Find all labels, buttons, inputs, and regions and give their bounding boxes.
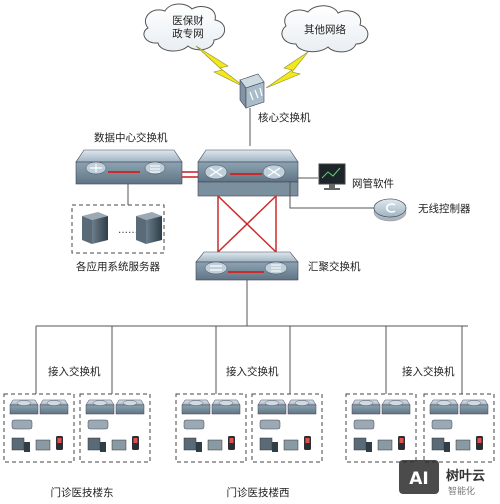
access-groups xyxy=(3,393,495,463)
computer-icon xyxy=(87,437,106,452)
datacenter-switch-label: 数据中心交换机 xyxy=(94,131,168,144)
watermark-logo: AI 树叶云 智能化 xyxy=(399,460,485,497)
access-switch-label-3: 接入交换机 xyxy=(402,365,455,378)
terminal-icon xyxy=(455,439,471,451)
access-switch-label-2: 接入交换机 xyxy=(226,365,279,378)
mobile-phone-icon xyxy=(56,436,63,450)
terminal-icon xyxy=(111,439,127,451)
aggregation-switch-label: 汇聚交换机 xyxy=(308,260,361,273)
access-group xyxy=(79,393,151,463)
ellipsis-icon: …… xyxy=(118,225,138,236)
access-switch-icon xyxy=(181,399,211,415)
server-icon-right xyxy=(136,212,162,244)
cloud-label-line2: 政专网 xyxy=(172,27,204,40)
building-east-label: 门诊医技楼东 xyxy=(51,486,114,499)
access-switch-icon xyxy=(211,399,241,415)
management-software-label: 网管软件 xyxy=(352,177,394,190)
access-group-box xyxy=(79,393,151,463)
wireless-controller-icon xyxy=(373,198,407,222)
watermark-sub: 智能化 xyxy=(448,485,475,497)
mobile-phone-icon xyxy=(476,436,483,450)
building-west-label: 门诊医技楼西 xyxy=(227,486,290,499)
access-group-box xyxy=(251,393,323,463)
access-point-icon xyxy=(353,419,375,430)
access-group xyxy=(345,393,417,463)
computer-icon xyxy=(353,437,372,452)
terminal-icon xyxy=(207,439,223,451)
access-point-icon xyxy=(259,419,281,430)
core-router-icon xyxy=(239,73,265,109)
mobile-phone-icon xyxy=(228,436,235,450)
wireless-controller-label: 无线控制器 xyxy=(418,202,471,215)
terminal-icon xyxy=(283,439,299,451)
access-switch-icon xyxy=(85,399,115,415)
access-switch-icon xyxy=(39,399,69,415)
access-switch-icon xyxy=(351,399,381,415)
terminal-icon xyxy=(35,439,51,451)
mobile-phone-icon xyxy=(132,436,139,450)
watermark-ai: AI xyxy=(409,469,428,489)
monitor-icon xyxy=(318,163,346,190)
access-group xyxy=(3,393,75,463)
app-servers-label: 各应用系统服务器 xyxy=(76,260,160,273)
access-point-icon xyxy=(87,419,109,430)
redundant-links xyxy=(217,195,277,253)
access-switch-icon xyxy=(115,399,145,415)
access-switch-icon xyxy=(9,399,39,415)
cloud-label-line1: 医保财 xyxy=(172,14,204,27)
access-switch-icon xyxy=(381,399,411,415)
server-group-box xyxy=(71,204,165,254)
datacenter-switch-icon xyxy=(75,149,183,185)
core-switch-stack-icon xyxy=(197,149,299,197)
cloud-label: 其他网络 xyxy=(304,23,346,36)
lightning-bolt-left xyxy=(195,45,247,89)
watermark-brand: 树叶云 xyxy=(446,468,485,484)
computer-icon xyxy=(431,437,450,452)
access-switch-label-1: 接入交换机 xyxy=(48,365,101,378)
computer-icon xyxy=(11,437,30,452)
cloud-medical-finance-network: 医保财 政专网 xyxy=(143,3,226,52)
access-switch-icon xyxy=(459,399,489,415)
server-icon-left xyxy=(82,212,108,244)
computer-icon xyxy=(259,437,278,452)
access-group-box xyxy=(175,393,247,463)
computer-icon xyxy=(183,437,202,452)
core-switch-label: 核心交换机 xyxy=(258,111,311,124)
access-switch-icon xyxy=(287,399,317,415)
aggregation-switch-icon xyxy=(195,251,299,281)
mobile-phone-icon xyxy=(398,436,405,450)
cloud-other-network: 其他网络 xyxy=(281,5,369,53)
access-group xyxy=(251,393,323,463)
access-switch-icon xyxy=(257,399,287,415)
distribution-lines xyxy=(35,280,468,394)
access-switch-icon xyxy=(429,399,459,415)
terminal-icon xyxy=(377,439,393,451)
access-point-icon xyxy=(11,419,33,430)
access-group-box xyxy=(423,393,495,463)
access-point-icon xyxy=(431,419,453,430)
mobile-phone-icon xyxy=(304,436,311,450)
lightning-bolt-right xyxy=(265,51,309,89)
access-point-icon xyxy=(183,419,205,430)
access-group xyxy=(175,393,247,463)
access-group-box xyxy=(345,393,417,463)
access-group-box xyxy=(3,393,75,463)
access-group xyxy=(423,393,495,463)
